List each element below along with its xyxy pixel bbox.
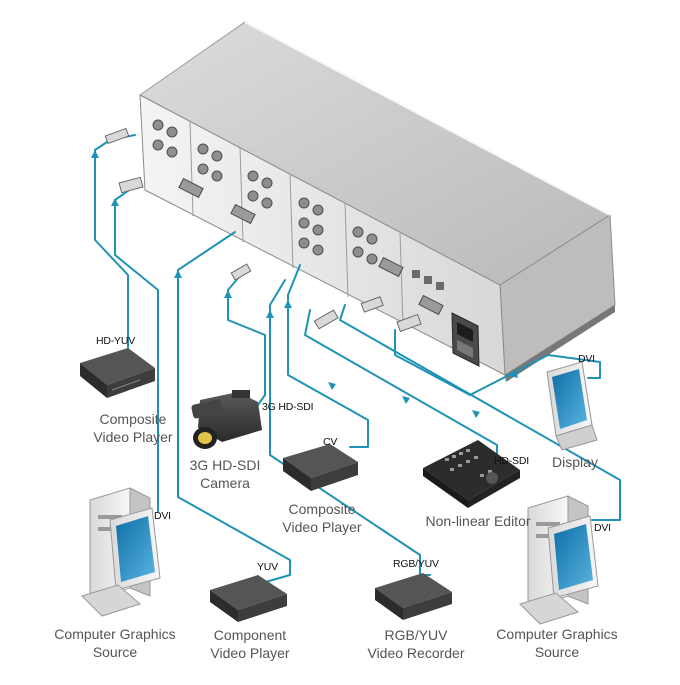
caption-line: Camera xyxy=(200,475,250,491)
caption-cg-left: Computer Graphics Source xyxy=(40,625,190,661)
tag-dvi-right: DVI xyxy=(594,522,611,534)
caption-line: Video Player xyxy=(93,429,173,445)
cable-dvi-display xyxy=(394,329,601,396)
tag-yuv: YUV xyxy=(257,561,278,573)
tag-cv: CV xyxy=(323,436,338,448)
arrow-icon xyxy=(224,290,232,298)
caption-rgbyuv-recorder: RGB/YUV Video Recorder xyxy=(346,626,486,662)
tag-hdyuv: HD-YUV xyxy=(96,335,136,347)
tag-3ghdsdi: 3G HD-SDI xyxy=(262,401,314,413)
cg-source-left xyxy=(81,487,161,617)
caption-nle: Non-linear Editor xyxy=(403,512,553,530)
cg-source-right xyxy=(519,495,599,625)
caption-cv-player: Composite Video Player xyxy=(252,500,392,536)
composite-player-cv xyxy=(283,444,358,491)
caption-component-player: Component Video Player xyxy=(180,626,320,662)
power-inlet xyxy=(451,312,480,367)
cable-3ghdsdi xyxy=(227,269,266,406)
caption-line: Source xyxy=(534,644,580,660)
caption-display: Display xyxy=(540,453,610,471)
signal-arrows xyxy=(91,150,518,418)
cable-dvi-right xyxy=(339,304,621,521)
arrow-icon xyxy=(174,270,182,278)
arrow-icon xyxy=(91,150,99,158)
matrix-switcher-chassis xyxy=(139,21,616,382)
cable-cv xyxy=(287,264,369,448)
caption-line: Video Player xyxy=(282,519,362,535)
arrow-icon xyxy=(266,310,274,318)
arrow-icon xyxy=(510,370,518,378)
caption-line: Video Recorder xyxy=(367,645,465,661)
tag-dvi-display: DVI xyxy=(578,353,595,365)
caption-camera: 3G HD-SDI Camera xyxy=(165,456,285,492)
tag-hdsdi: HD-SDI xyxy=(494,455,529,467)
caption-line: Composite xyxy=(99,411,167,427)
nonlinear-editor xyxy=(423,440,520,508)
caption-line: Computer Graphics xyxy=(496,626,618,642)
display-monitor xyxy=(546,361,598,451)
caption-line: Component xyxy=(213,627,287,643)
caption-line: Source xyxy=(92,644,138,660)
arrow-icon xyxy=(328,382,336,390)
arrow-icon xyxy=(284,300,292,308)
caption-line: 3G HD-SDI xyxy=(189,457,261,473)
caption-line: Non-linear Editor xyxy=(425,513,531,529)
arrow-icon xyxy=(111,198,119,206)
caption-cg-right: Computer Graphics Source xyxy=(482,625,632,661)
tag-rgbyuv: RGB/YUV xyxy=(393,558,439,570)
caption-line: Computer Graphics xyxy=(54,626,176,642)
tag-dvi-left: DVI xyxy=(154,510,171,522)
cable-dvi-left xyxy=(114,187,159,513)
caption-line: Display xyxy=(552,454,598,470)
caption-line: Composite xyxy=(288,501,356,517)
arrow-icon xyxy=(402,396,410,404)
caption-line: Video Player xyxy=(210,645,290,661)
cable-yuv xyxy=(177,231,291,584)
connector-plugs xyxy=(104,127,422,333)
rgbyuv-recorder xyxy=(375,573,452,620)
component-player xyxy=(210,575,287,622)
hdsdi-camera xyxy=(191,390,262,449)
composite-player-hdyuv xyxy=(80,348,155,398)
caption-hdyuv-player: Composite Video Player xyxy=(58,410,208,446)
arrow-icon xyxy=(472,410,480,418)
caption-line: RGB/YUV xyxy=(384,627,448,643)
